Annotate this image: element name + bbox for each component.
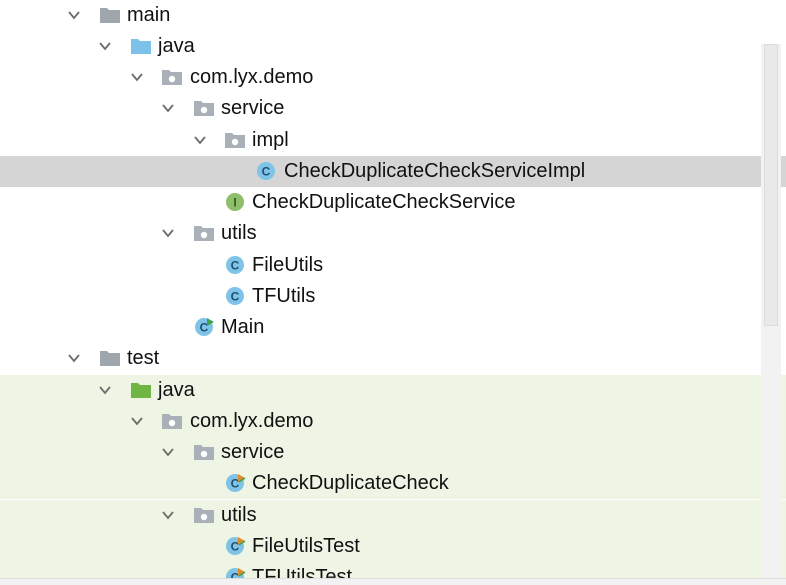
svg-text:C: C [200,321,209,335]
tree-node-main-class[interactable]: C Main [0,312,786,343]
package-icon [194,445,214,460]
chevron-down-icon[interactable] [130,70,144,84]
source-root-folder-icon [131,39,151,54]
tree-node-label: FileUtils [252,254,324,276]
chevron-down-icon[interactable] [161,445,175,459]
tree-node-label: test [127,347,160,369]
tree-node-main-package[interactable]: com.lyx.demo [0,62,786,93]
svg-text:C: C [231,259,240,273]
tree-node-label: CheckDuplicateCheck [252,472,449,494]
tree-node-test-package[interactable]: com.lyx.demo [0,406,786,437]
tree-node-label: utils [221,504,257,526]
tree-node-main-impl[interactable]: impl [0,125,786,156]
horizontal-scrollbar[interactable] [0,578,786,585]
tree-node-label: com.lyx.demo [190,66,314,88]
chevron-down-icon[interactable] [193,133,207,147]
tree-node-test-java[interactable]: java [0,375,786,406]
svg-text:C: C [231,540,240,554]
class-icon: C [226,256,244,274]
tree-node-main-utils[interactable]: utils [0,218,786,249]
class-icon: C [226,287,244,305]
package-icon [194,508,214,523]
tree-node-impl-class[interactable]: C CheckDuplicateCheckServiceImpl [0,156,786,187]
tree-node-label: java [158,379,195,401]
tree-node-label: TFUtils [252,285,316,307]
tree-node-label: CheckDuplicateCheckServiceImpl [284,160,586,182]
tree-node-test-utils[interactable]: utils [0,500,786,531]
tree-node-test[interactable]: test [0,343,786,374]
chevron-down-icon[interactable] [161,508,175,522]
test-root-folder-icon [131,383,151,398]
tree-node-test-class[interactable]: C CheckDuplicateCheck [0,468,786,499]
test-class-icon: C [226,474,246,492]
tree-node-label: java [158,35,195,57]
svg-text:C: C [231,290,240,304]
package-icon [162,414,182,429]
interface-icon: I [226,193,244,211]
chevron-down-icon[interactable] [161,226,175,240]
tree-node-label: com.lyx.demo [190,410,314,432]
tree-node-label: utils [221,222,257,244]
svg-text:C: C [231,571,240,585]
vertical-scrollbar[interactable] [761,44,781,585]
tree-node-main-java[interactable]: java [0,31,786,62]
tree-node-main[interactable]: main [0,0,786,31]
chevron-down-icon[interactable] [67,8,81,22]
tree-node-fileutils[interactable]: C FileUtils [0,250,786,281]
tree-node-label: FileUtilsTest [252,535,360,557]
tree-node-tfutils[interactable]: C TFUtils [0,281,786,312]
svg-text:I: I [233,196,236,210]
tree-node-label: service [221,441,285,463]
test-class-icon: C [226,537,246,555]
tree-node-test-service[interactable]: service [0,437,786,468]
tree-node-label: Main [221,316,265,338]
tree-node-label: service [221,97,285,119]
tree-node-service-interface[interactable]: I CheckDuplicateCheckService [0,187,786,218]
tree-node-label: impl [252,129,289,151]
tree-node-label: main [127,4,171,26]
svg-text:C: C [231,477,240,491]
runnable-class-icon: C [195,318,214,336]
scrollbar-thumb[interactable] [764,44,778,326]
package-icon [194,101,214,116]
tree-node-fileutilstest[interactable]: C FileUtilsTest [0,531,786,562]
tree-node-label: CheckDuplicateCheckService [252,191,516,213]
folder-icon [100,351,120,366]
chevron-down-icon[interactable] [161,101,175,115]
class-icon: C [257,162,275,180]
package-icon [162,70,182,85]
package-icon [225,133,245,148]
svg-text:C: C [262,165,271,179]
package-icon [194,226,214,241]
folder-icon [100,8,120,23]
chevron-down-icon[interactable] [98,383,112,397]
chevron-down-icon[interactable] [67,351,81,365]
chevron-down-icon[interactable] [98,39,112,53]
tree-node-main-service[interactable]: service [0,93,786,124]
chevron-down-icon[interactable] [130,414,144,428]
